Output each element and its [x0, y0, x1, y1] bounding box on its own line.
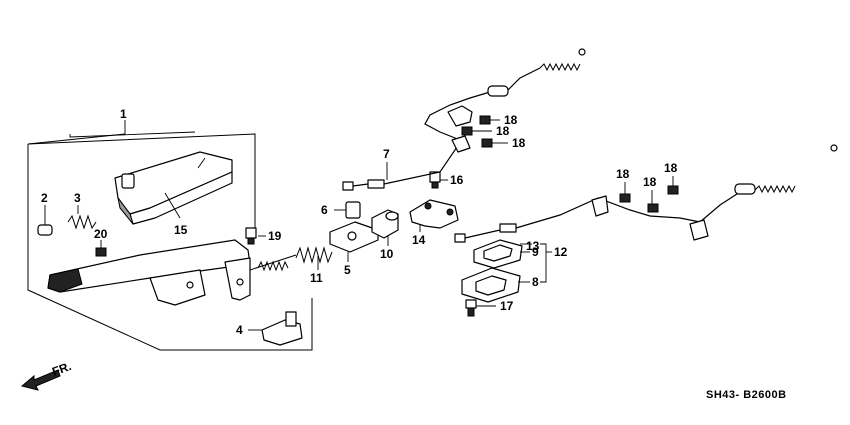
label-6: 6 [321, 203, 328, 217]
label-19: 19 [268, 229, 282, 243]
label-9: 9 [532, 245, 539, 259]
switch-part-4 [248, 311, 303, 346]
cable-part-13 [454, 144, 838, 245]
label-7: 7 [383, 147, 390, 161]
spring-part-3 [67, 205, 97, 230]
cable-part-7 [342, 48, 586, 191]
part-labels: 1 2 3 4 5 6 7 8 9 10 11 12 13 14 15 16 1… [41, 107, 678, 337]
bolt-part-18-upper-c [481, 138, 508, 148]
label-3: 3 [74, 191, 81, 205]
label-17: 17 [500, 299, 514, 313]
bolt-part-17 [465, 299, 496, 317]
plate-part-9 [473, 239, 530, 269]
bolt-part-18-lower-c [667, 176, 679, 195]
adjuster-part-10 [371, 209, 399, 246]
label-18-f: 18 [664, 161, 678, 175]
bracket-leader-12 [540, 243, 552, 283]
label-4: 4 [236, 323, 243, 337]
spring-part-11 [295, 246, 333, 270]
label-1: 1 [120, 107, 127, 121]
label-16: 16 [450, 173, 464, 187]
bracket-part-8 [461, 267, 530, 303]
bolt-part-19 [245, 227, 266, 245]
label-18-a: 18 [504, 113, 518, 127]
equalizer-part-5 [329, 221, 379, 262]
bolt-part-16 [429, 171, 448, 189]
bolt-part-18-lower-a [619, 182, 631, 203]
label-11: 11 [310, 271, 323, 285]
label-14: 14 [412, 233, 426, 247]
pin-part-2 [37, 205, 53, 236]
bracket-part-14 [409, 199, 459, 232]
label-18-d: 18 [616, 167, 630, 181]
label-10: 10 [380, 247, 394, 261]
front-arrow-icon [20, 369, 61, 391]
label-18-b: 18 [496, 124, 510, 138]
bolt-part-20 [95, 240, 107, 257]
hand-lever [47, 239, 297, 306]
label-2: 2 [41, 191, 48, 205]
label-15: 15 [174, 223, 188, 237]
label-20: 20 [94, 227, 108, 241]
label-12: 12 [554, 245, 568, 259]
label-5: 5 [344, 263, 351, 277]
label-13: 13 [526, 239, 540, 253]
bolt-part-18-upper-b [461, 126, 492, 136]
front-indicator-label: FR. [50, 359, 73, 379]
label-18-e: 18 [643, 175, 657, 189]
label-8: 8 [532, 275, 539, 289]
bolt-part-18-upper-a [479, 115, 500, 125]
diagram-code: SH43- B2600B [706, 389, 787, 401]
label-18-c: 18 [512, 136, 526, 150]
lever-assembly-outline [27, 120, 313, 351]
nut-part-6 [334, 201, 361, 219]
bolt-part-18-lower-b [647, 190, 659, 213]
lever-cover-part-15 [114, 151, 233, 225]
